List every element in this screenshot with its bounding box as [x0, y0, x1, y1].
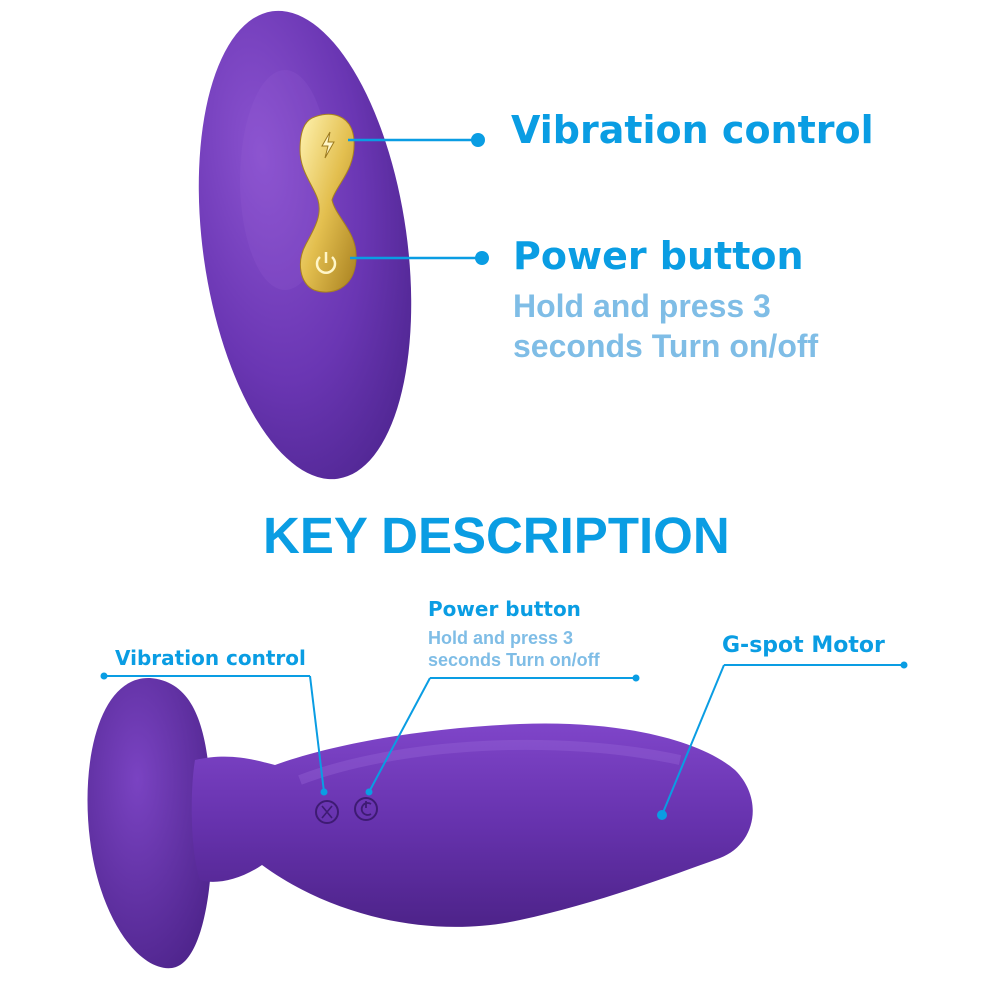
power-icon	[311, 248, 341, 278]
bottom-leader-lines	[100, 661, 908, 820]
power-icon	[354, 797, 378, 821]
top-power-label: Power button	[513, 234, 804, 278]
lightning-icon	[318, 130, 338, 160]
top-power-desc-line2: seconds Turn on/off	[513, 328, 819, 364]
plug-toy	[87, 677, 753, 969]
gold-button-strip	[299, 113, 357, 293]
bottom-power-label: Power button	[428, 597, 581, 621]
page-heading: KEY DESCRIPTION	[263, 507, 730, 564]
top-power-desc-line1: Hold and press 3	[513, 288, 771, 324]
top-leader-lines	[348, 133, 489, 265]
bottom-motor-label: G-spot Motor	[722, 633, 885, 658]
bottom-vibration-label: Vibration control	[115, 646, 306, 670]
vibration-icon	[315, 800, 339, 824]
bottom-power-desc-line2: seconds Turn on/off	[428, 650, 600, 670]
bottom-power-desc-line1: Hold and press 3	[428, 628, 574, 648]
top-vibration-label: Vibration control	[511, 108, 874, 152]
